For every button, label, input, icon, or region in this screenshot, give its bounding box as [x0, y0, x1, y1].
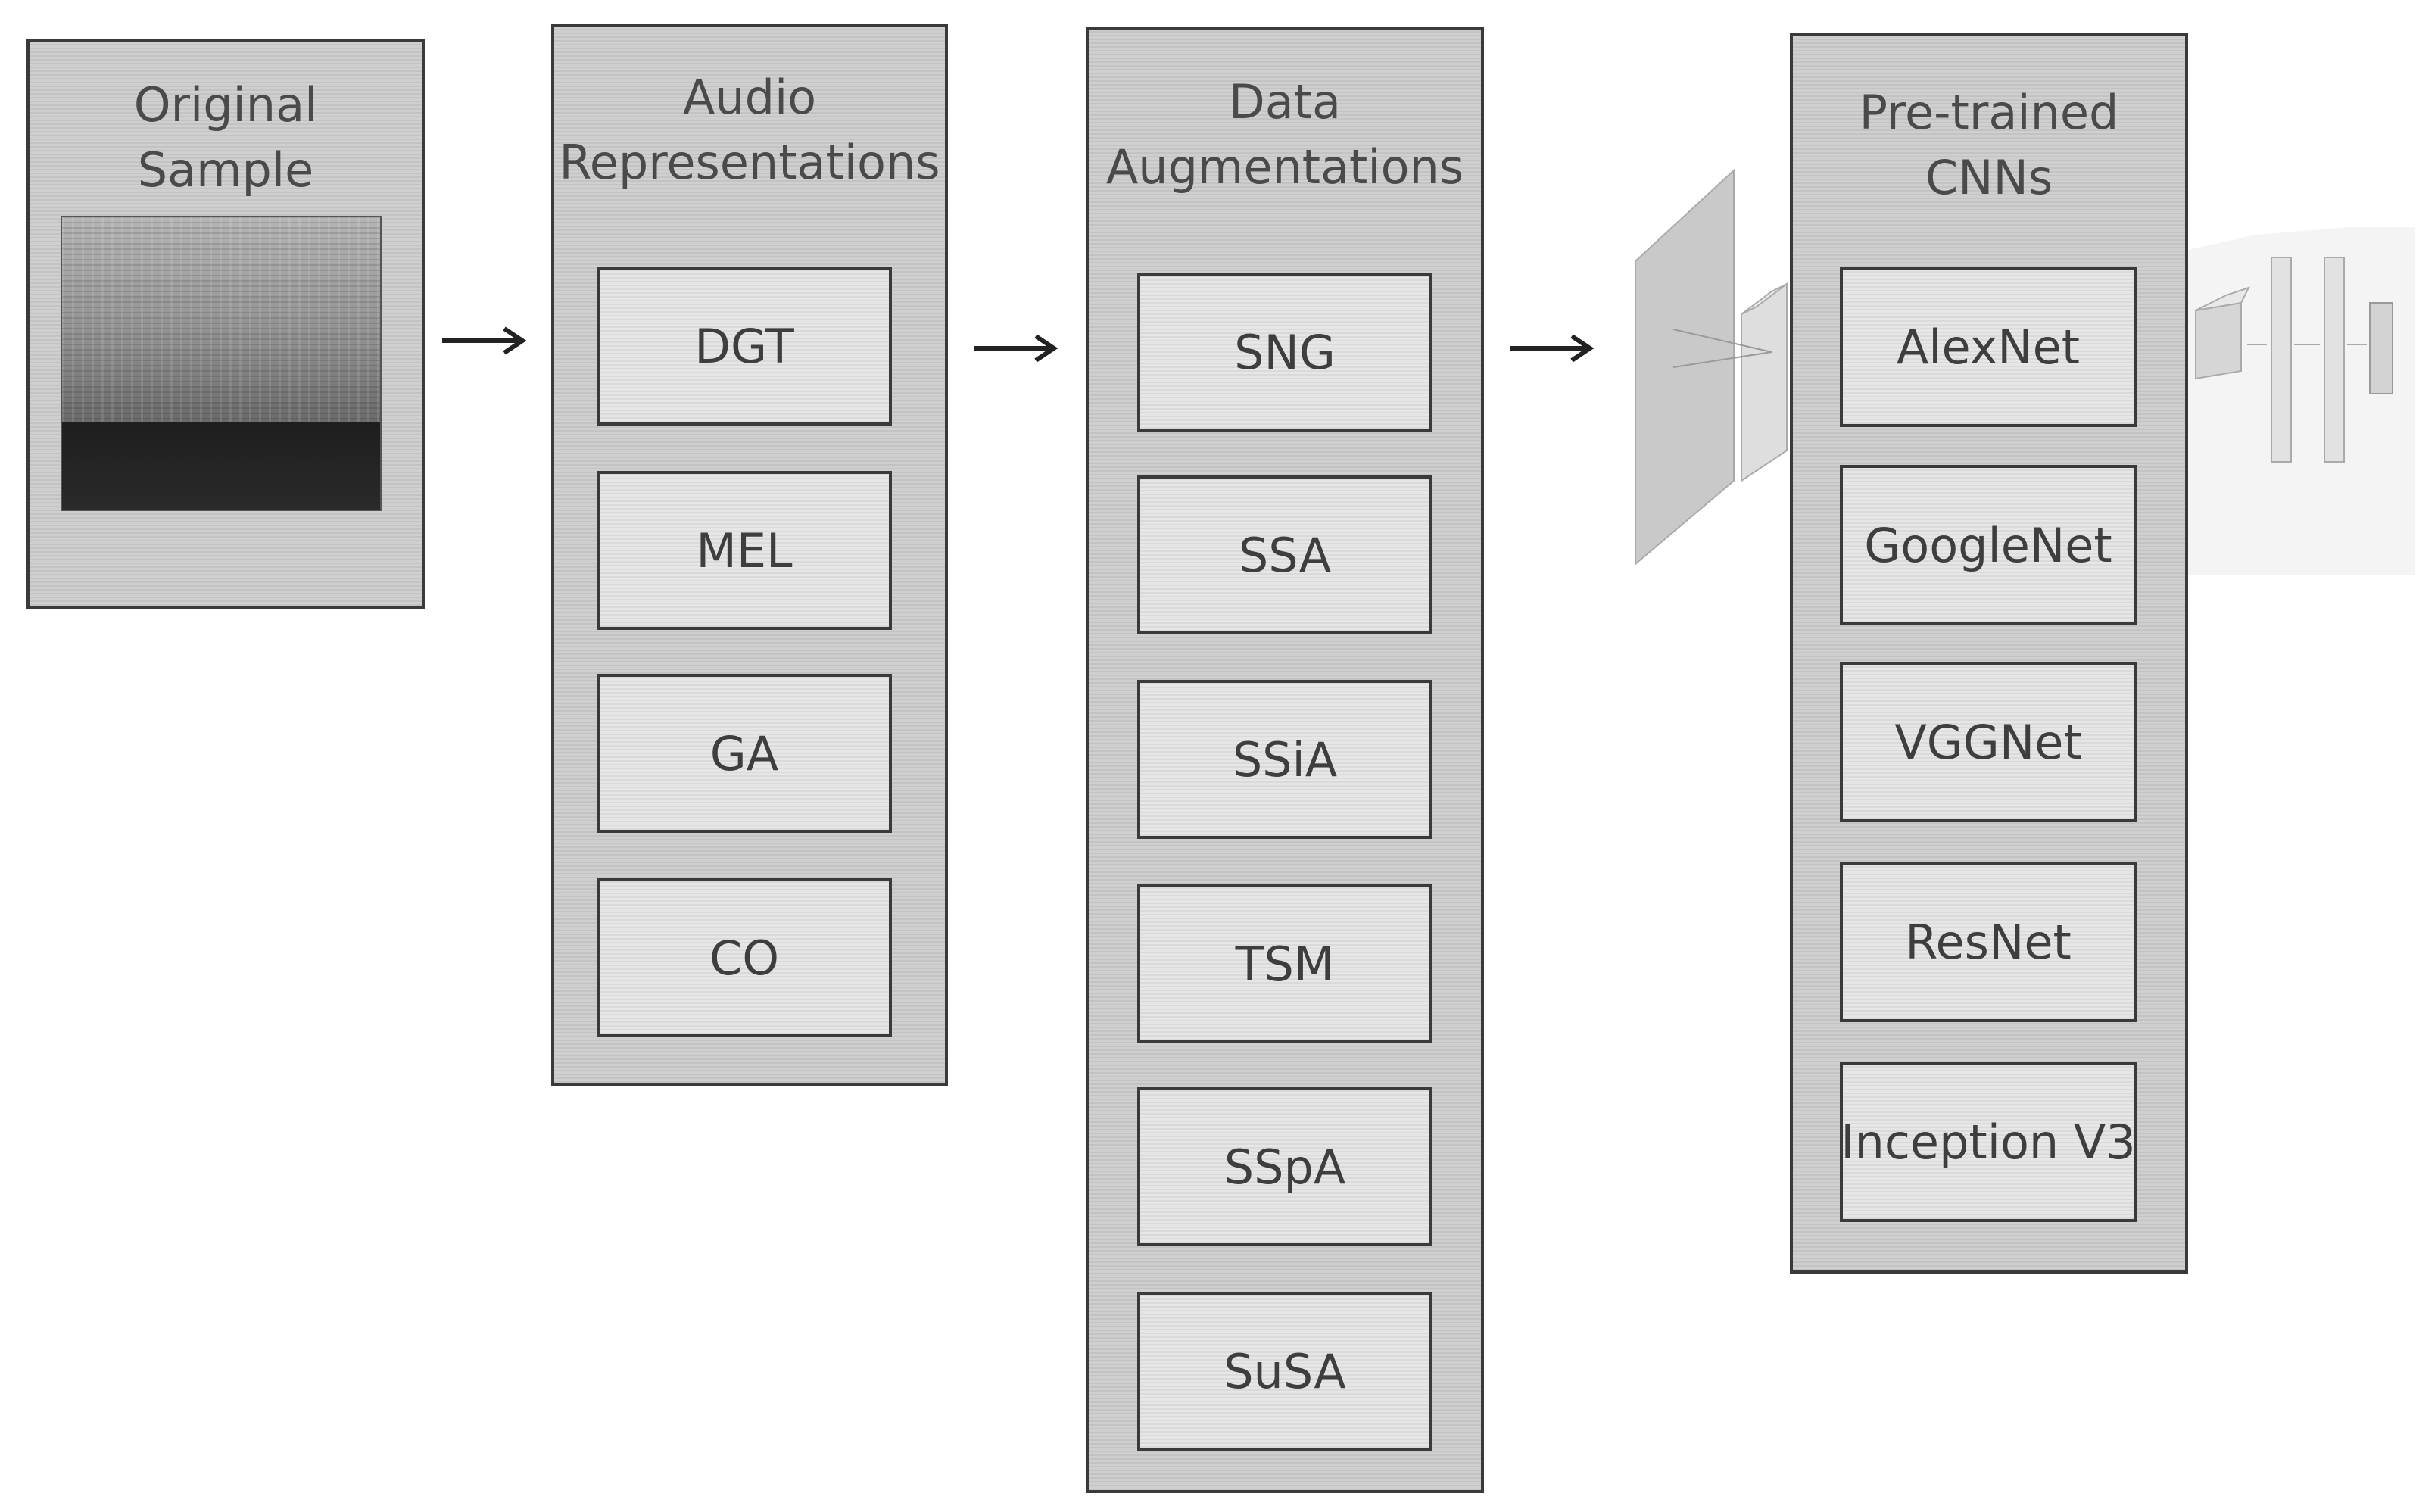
cnn-item-resnet: ResNet: [1840, 862, 2137, 1022]
data-augmentations-title: Data Augmentations: [1105, 74, 1464, 195]
arrow-right-icon: [974, 334, 1058, 363]
audio-item-ga: GA: [597, 674, 892, 833]
cnn-input-layers-graphic: [1635, 168, 1788, 566]
augment-item-sspa: SSpA: [1137, 1087, 1432, 1246]
augment-item-ssia: SSiA: [1137, 680, 1432, 839]
cnn-item-inception-v3: Inception V3: [1840, 1062, 2137, 1222]
pretrained-cnns-title: Pre-trained CNNs: [1859, 85, 2119, 205]
augment-item-susa: SuSA: [1137, 1292, 1432, 1451]
audio-representations-title: Audio Representations: [559, 70, 940, 190]
augment-item-tsm: TSM: [1137, 884, 1432, 1043]
cnn-item-alexnet: AlexNet: [1840, 267, 2137, 427]
audio-item-dgt: DGT: [597, 267, 892, 426]
audio-item-co: CO: [597, 878, 892, 1037]
cnn-dense-layers-graphic: [2188, 227, 2415, 575]
spectrogram-image: [61, 216, 382, 511]
cnn-item-vggnet: VGGNet: [1840, 662, 2137, 822]
audio-item-mel: MEL: [597, 471, 892, 630]
augment-item-sng: SNG: [1137, 273, 1432, 432]
augment-item-ssa: SSA: [1137, 475, 1432, 634]
original-sample-title: Original Sample: [133, 77, 318, 198]
cnn-item-googlenet: GoogleNet: [1840, 465, 2137, 625]
arrow-right-icon: [1510, 334, 1595, 363]
arrow-right-icon: [442, 326, 527, 355]
